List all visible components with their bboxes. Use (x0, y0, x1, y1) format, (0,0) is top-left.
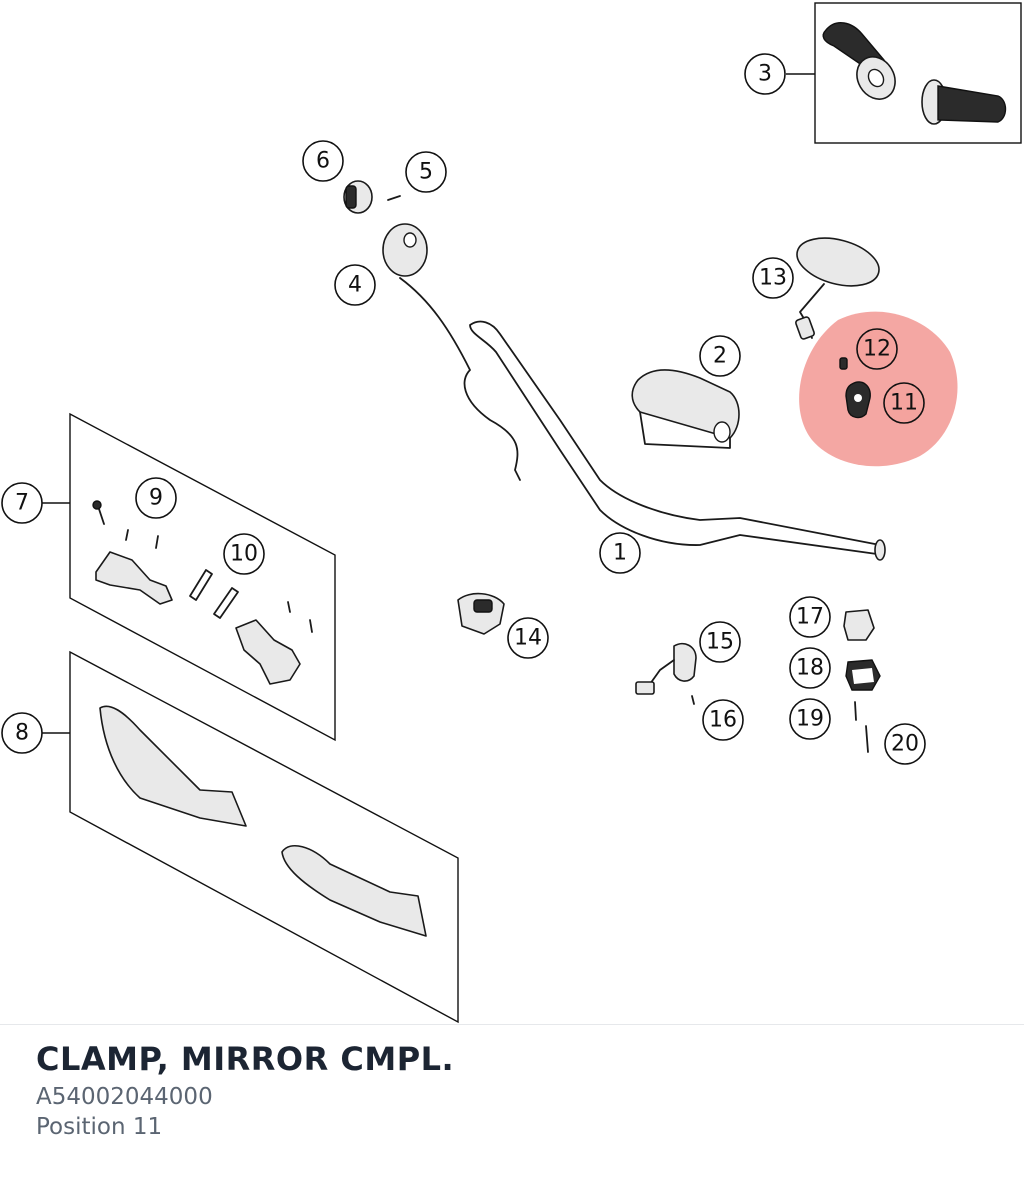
callout-10[interactable]: 10 (223, 533, 265, 575)
callout-19[interactable]: 19 (789, 698, 831, 740)
clamp-17[interactable] (843, 609, 875, 641)
switch-15[interactable] (635, 642, 697, 695)
svg-text:12: 12 (863, 337, 891, 362)
svg-text:9: 9 (149, 486, 163, 511)
callout-9[interactable]: 9 (135, 477, 177, 519)
callout-11[interactable]: 11 (883, 382, 925, 424)
mirror-clamp-screw[interactable] (839, 357, 848, 370)
part-info: CLAMP, MIRROR CMPL. A54002044000 Positio… (36, 1040, 454, 1140)
svg-text:16: 16 (709, 708, 737, 733)
svg-text:8: 8 (15, 721, 29, 746)
callout-16[interactable]: 16 (702, 699, 744, 741)
svg-text:17: 17 (796, 605, 824, 630)
handguard-mount-frame (69, 412, 336, 742)
svg-text:10: 10 (230, 542, 258, 567)
clamp-18[interactable] (845, 659, 881, 691)
bar-pad[interactable] (631, 369, 740, 449)
svg-text:1: 1 (613, 541, 627, 566)
callout-3[interactable]: 3 (744, 53, 786, 95)
mirror[interactable] (792, 230, 885, 340)
part-position: Position 11 (36, 1114, 163, 1140)
svg-text:18: 18 (796, 656, 824, 681)
svg-text:13: 13 (759, 266, 787, 291)
handguard-mount-parts[interactable] (92, 500, 313, 685)
grip-part[interactable] (921, 79, 1007, 125)
callout-4[interactable]: 4 (334, 264, 376, 306)
svg-text:2: 2 (713, 344, 727, 369)
grips-frame (814, 2, 1022, 144)
callout-17[interactable]: 17 (789, 596, 831, 638)
callout-18[interactable]: 18 (789, 647, 831, 689)
throttle-cap[interactable] (343, 180, 373, 214)
parts-diagram: 1 2 3 4 5 6 7 8 9 10 11 12 13 14 15 16 1… (1, 2, 1022, 1024)
switch-14[interactable] (457, 592, 505, 635)
handguard-right[interactable] (281, 844, 427, 937)
svg-text:14: 14 (514, 626, 542, 651)
mirror-clamp[interactable] (845, 381, 871, 419)
screw-19[interactable] (854, 701, 857, 721)
callout-6[interactable]: 6 (302, 140, 344, 182)
callout-7[interactable]: 7 (1, 482, 43, 524)
callout-2[interactable]: 2 (699, 335, 741, 377)
svg-text:19: 19 (796, 707, 824, 732)
screw-20[interactable] (865, 725, 869, 753)
callout-15[interactable]: 15 (699, 621, 741, 663)
svg-text:7: 7 (15, 491, 29, 516)
grip-part[interactable] (822, 22, 902, 106)
handguard-left[interactable] (99, 705, 247, 827)
screw-16[interactable] (691, 695, 695, 705)
part-title: CLAMP, MIRROR CMPL. (36, 1040, 455, 1078)
callout-13[interactable]: 13 (752, 257, 794, 299)
screw-5[interactable] (387, 195, 401, 201)
callout-1[interactable]: 1 (599, 532, 641, 574)
throttle-assembly[interactable] (382, 223, 521, 481)
svg-text:20: 20 (891, 732, 919, 757)
callout-8[interactable]: 8 (1, 712, 43, 754)
svg-text:11: 11 (890, 391, 918, 416)
svg-text:5: 5 (419, 160, 433, 185)
callout-20[interactable]: 20 (884, 723, 926, 765)
part-number: A54002044000 (36, 1084, 213, 1110)
svg-text:15: 15 (706, 630, 734, 655)
callout-12[interactable]: 12 (856, 328, 898, 370)
callout-5[interactable]: 5 (405, 151, 447, 193)
svg-text:4: 4 (348, 273, 362, 298)
callout-14[interactable]: 14 (507, 617, 549, 659)
divider (0, 1024, 1024, 1025)
handguard-frame (69, 650, 459, 1024)
svg-text:6: 6 (316, 149, 330, 174)
highlight-area[interactable] (799, 311, 958, 467)
svg-text:3: 3 (758, 62, 772, 87)
